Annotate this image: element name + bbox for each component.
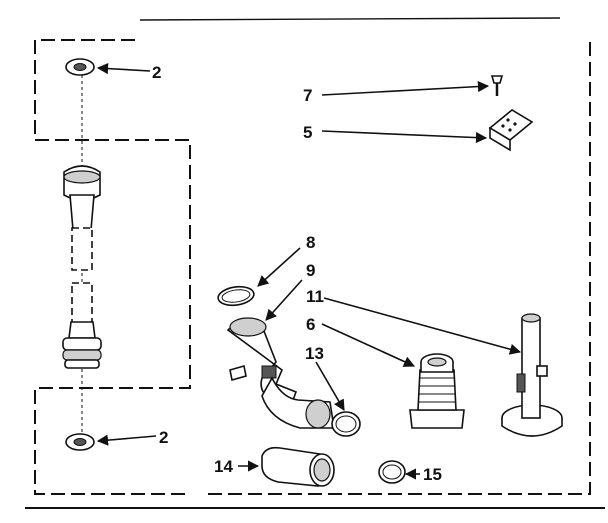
coupling-14 (261, 446, 335, 487)
fill-hose (62, 165, 102, 369)
label-9: 9 (306, 261, 315, 280)
bracket-plate (488, 109, 534, 152)
screw-part (490, 75, 504, 96)
drain-adapter-6 (409, 353, 465, 429)
leader-2-bottom (96, 434, 157, 446)
clamp-13 (331, 411, 361, 437)
leader-5 (321, 130, 488, 144)
leader-11 (323, 297, 522, 355)
leader-7 (321, 80, 490, 96)
label-8: 8 (306, 233, 315, 252)
washer-bottom (65, 433, 95, 451)
label-11: 11 (306, 287, 324, 306)
drain-tube (261, 376, 335, 429)
label-2-top: 2 (152, 63, 161, 82)
leader-8 (257, 247, 301, 287)
washer-top (65, 58, 95, 76)
ring-clamp-8 (217, 285, 255, 307)
label-2-bottom: 2 (159, 428, 168, 447)
label-6: 6 (306, 315, 315, 334)
bottom-dashed-edge (208, 40, 591, 495)
label-14: 14 (214, 457, 233, 476)
clamp-15 (378, 460, 406, 484)
top-frame-line (139, 17, 561, 21)
leader-6 (321, 323, 416, 367)
label-15: 15 (423, 465, 442, 484)
label-13: 13 (305, 344, 324, 363)
leader-13 (315, 361, 345, 411)
hose-group-outline (34, 39, 191, 495)
drain-elbow-9 (226, 317, 298, 410)
leader-2-top (96, 62, 151, 75)
leader-9 (265, 279, 303, 321)
label-5: 5 (303, 123, 312, 142)
standpipe-11 (501, 313, 563, 437)
label-7: 7 (303, 86, 312, 105)
